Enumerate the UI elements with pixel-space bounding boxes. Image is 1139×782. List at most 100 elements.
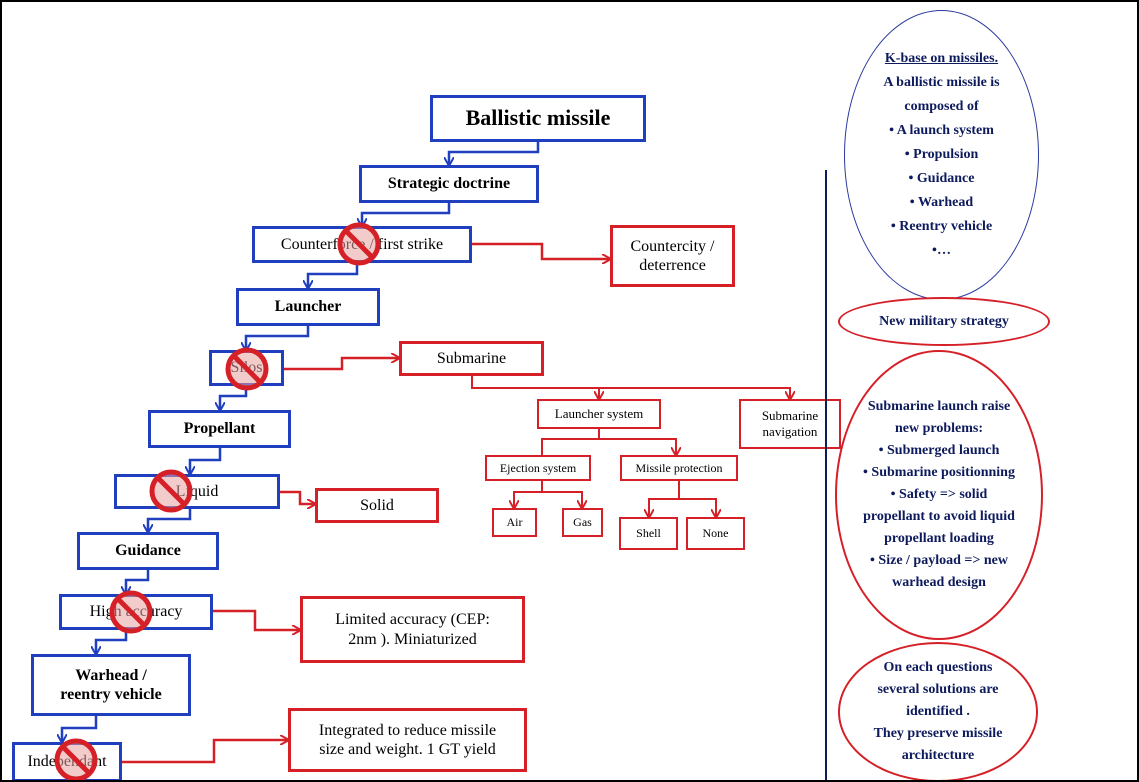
solutions-ellipse: On each questions several solutions are …	[838, 642, 1038, 780]
connector-independant-integrated	[122, 740, 288, 764]
connector-ejection-gas	[542, 491, 582, 508]
connector-highaccuracy-limited	[213, 609, 300, 630]
kbase-line: • Propulsion	[904, 147, 979, 162]
strategy-ellipse: New military strategy	[838, 297, 1050, 346]
silos-box: Silos	[209, 350, 284, 386]
connector-guidance-highaccuracy	[126, 570, 150, 594]
launcher-system-box: Launcher system	[537, 399, 661, 429]
shell-box: Shell	[619, 517, 678, 550]
connector-submarine-tree	[471, 376, 790, 399]
ejection-system-label: Ejection system	[499, 460, 577, 475]
solutions-line: architecture	[901, 748, 975, 763]
problems-line: • Size / payload => new	[870, 553, 1008, 568]
limited-accuracy-label-line1: Limited accuracy (CEP:	[335, 611, 490, 629]
guidance-box: Guidance	[77, 532, 219, 570]
missile-protection-box: Missile protection	[620, 455, 738, 481]
submarine-navigation-label-line2: navigation	[762, 424, 818, 439]
warhead-box: Warhead / reentry vehicle	[31, 654, 191, 716]
none-box: None	[686, 517, 745, 550]
connector-silos-propellant	[220, 386, 248, 410]
air-label: Air	[506, 515, 523, 530]
connector-counterforce-countercity	[472, 242, 610, 259]
problems-line: warhead design	[892, 575, 986, 590]
problems-line: • Submarine positionning	[863, 465, 1015, 480]
kbase-line: A ballistic missile is	[883, 75, 1000, 90]
kbase-line: •…	[932, 243, 951, 258]
launcher-label: Launcher	[274, 298, 342, 316]
countercity-box: Countercity / deterrence	[610, 225, 735, 287]
kbase-line: • Warhead	[909, 195, 974, 210]
kbase-line: • Guidance	[908, 171, 975, 186]
missile-protection-label: Missile protection	[635, 460, 723, 475]
silos-label: Silos	[230, 359, 263, 377]
integrated-box: Integrated to reduce missile size and we…	[288, 708, 527, 772]
high-accuracy-box: High accuracy	[59, 594, 213, 630]
problems-line: • Safety => solid	[890, 487, 988, 502]
connector-launchersystem-children	[541, 429, 676, 455]
connector-ballistic-strategic	[449, 142, 540, 165]
shell-label: Shell	[636, 526, 661, 541]
ballistic-missile-label: Ballistic missile	[465, 105, 611, 131]
integrated-label-line2: size and weight. 1 GT yield	[319, 741, 496, 758]
warhead-label-line1: Warhead /	[75, 666, 147, 684]
problems-line: • Submerged launch	[878, 443, 1000, 458]
kbase-ellipse: K-base on missiles. A ballistic missile …	[844, 10, 1039, 300]
problems-line: Submarine launch raise	[867, 399, 1011, 414]
strategic-doctrine-label: Strategic doctrine	[387, 175, 511, 193]
connector-silos-submarine	[284, 358, 399, 371]
solutions-line: identified .	[906, 704, 970, 719]
propellant-label: Propellant	[183, 420, 256, 438]
counterforce-label: Counterforce / first strike	[280, 235, 444, 253]
connector-protection-shell	[649, 481, 680, 517]
connector-liquid-solid	[280, 490, 315, 504]
problems-line: propellant to avoid liquid	[863, 509, 1015, 524]
air-box: Air	[492, 508, 537, 537]
liquid-label: Liquid	[175, 482, 219, 500]
solutions-line: They preserve missile	[873, 726, 1003, 741]
integrated-label-line1: Integrated to reduce missile	[318, 721, 497, 739]
connector-launcher-silos	[246, 326, 310, 350]
gas-label: Gas	[573, 515, 592, 530]
connector-protection-none	[679, 498, 716, 517]
connector-counterforce-launcher	[308, 263, 359, 288]
solutions-line: On each questions	[883, 660, 993, 675]
strategy-label: New military strategy	[879, 313, 1009, 329]
kbase-title: K-base on missiles.	[884, 51, 999, 66]
gas-box: Gas	[562, 508, 603, 537]
propellant-box: Propellant	[148, 410, 291, 448]
strategic-doctrine-box: Strategic doctrine	[359, 165, 539, 203]
liquid-box: Liquid	[114, 474, 280, 509]
warhead-label-line2: reentry vehicle	[60, 686, 162, 703]
limited-accuracy-box: Limited accuracy (CEP: 2nm ). Miniaturiz…	[300, 596, 525, 663]
problems-line: propellant loading	[884, 531, 994, 546]
problems-ellipse: Submarine launch raise new problems: • S…	[835, 350, 1043, 640]
connector-strategic-counterforce	[362, 203, 451, 226]
submarine-navigation-box: Submarine navigation	[739, 399, 841, 449]
connector-propellant-liquid	[190, 448, 222, 474]
kbase-line: composed of	[904, 99, 979, 114]
countercity-label-line1: Countercity /	[630, 237, 715, 255]
counterforce-box: Counterforce / first strike	[252, 226, 472, 263]
countercity-label-line2: deterrence	[639, 257, 706, 274]
right-panel-divider	[825, 170, 827, 780]
connector-ejection-air	[514, 481, 543, 508]
high-accuracy-label: High accuracy	[89, 603, 183, 621]
solid-box: Solid	[315, 488, 439, 523]
submarine-navigation-label-line1: Submarine	[761, 408, 819, 424]
kbase-line: • A launch system	[889, 123, 994, 138]
guidance-label: Guidance	[115, 542, 181, 560]
independant-box: Independant	[12, 742, 122, 780]
limited-accuracy-label-line2: 2nm ). Miniaturized	[348, 630, 477, 648]
kbase-line: • Reentry vehicle	[890, 219, 993, 234]
launcher-box: Launcher	[236, 288, 380, 326]
ballistic-missile-box: Ballistic missile	[430, 95, 646, 142]
submarine-label: Submarine	[436, 349, 507, 367]
launcher-system-label: Launcher system	[554, 406, 644, 422]
connector-warhead-independant	[62, 716, 98, 742]
connector-highaccuracy-warhead	[96, 630, 128, 654]
solid-label: Solid	[360, 496, 394, 514]
connector-liquid-guidance	[148, 509, 192, 532]
none-label: None	[702, 526, 729, 541]
ejection-system-box: Ejection system	[485, 455, 591, 481]
